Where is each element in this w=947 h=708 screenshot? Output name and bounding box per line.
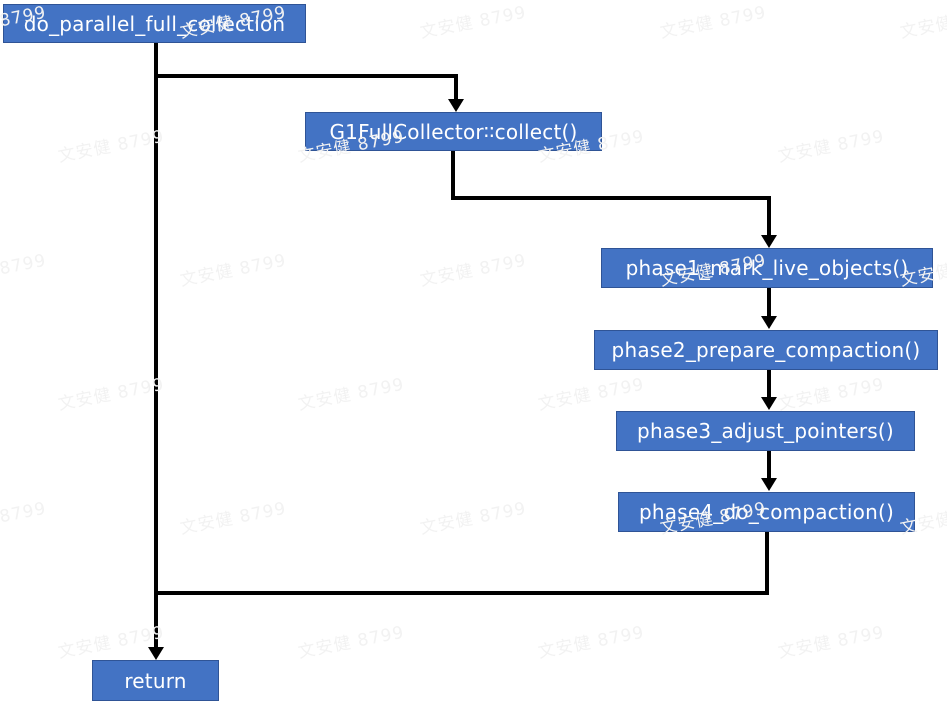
edge-phase1-to-phase2-segment [767, 288, 771, 317]
edge-phase2-to-phase3-arrowhead [761, 397, 777, 410]
node-phase3-adjust-pointers[interactable]: phase3_adjust_pointers() [616, 411, 915, 451]
edge-collect-to-phase1-segment-right [451, 196, 771, 200]
node-label-phase3-adjust-pointers: phase3_adjust_pointers() [637, 419, 894, 443]
edge-phase4-to-return-segment-left [154, 591, 769, 595]
edge-phase3-to-phase4-arrowhead [761, 478, 777, 491]
watermark-text: 文安健 8799 [0, 250, 49, 291]
edge-phase2-to-phase3-segment [767, 370, 771, 398]
watermark-text: 文安健 8799 [536, 374, 647, 415]
edge-main-to-collect-segment-right [154, 74, 458, 78]
node-label-phase1-mark-live-objects: phase1_mark_live_objects() [625, 256, 909, 280]
edge-main-spine-vertical [154, 74, 158, 649]
edge-collect-to-phase1-segment-down [451, 151, 455, 200]
node-phase1-mark-live-objects[interactable]: phase1_mark_live_objects() [601, 248, 933, 288]
node-label-return: return [124, 668, 187, 693]
edge-phase4-to-return-arrowhead [148, 647, 164, 660]
node-do-parallel-full-collection[interactable]: do_parallel_full_collection [3, 4, 306, 43]
edge-phase4-to-return-segment-down [765, 532, 769, 595]
watermark-text: 文安健 8799 [776, 622, 887, 663]
watermark-text: 文安健 8799 [898, 3, 947, 43]
watermark-text: 文安健 8799 [418, 498, 529, 539]
edge-phase1-to-phase2-arrowhead [761, 316, 777, 329]
edge-collect-to-phase1-segment-drop [767, 196, 771, 236]
watermark-text: 文安健 8799 [536, 622, 647, 663]
node-label-phase4-do-compaction: phase4_do_compaction() [639, 500, 894, 524]
watermark-text: 文安健 8799 [418, 250, 529, 291]
node-return[interactable]: return [92, 660, 219, 701]
watermark-text: 文安健 8799 [296, 374, 407, 415]
node-phase4-do-compaction[interactable]: phase4_do_compaction() [618, 492, 915, 532]
watermark-text: 文安健 8799 [178, 498, 289, 539]
node-label-phase2-prepare-compaction: phase2_prepare_compaction() [611, 338, 921, 362]
edge-main-to-collect-segment-down [154, 43, 158, 78]
watermark-text: 文安健 8799 [178, 250, 289, 291]
node-phase2-prepare-compaction[interactable]: phase2_prepare_compaction() [594, 330, 938, 370]
watermark-text: 文安健 8799 [0, 498, 49, 539]
node-label-g1-full-collector-collect: G1FullCollector∶∶collect() [329, 119, 578, 144]
watermark-text: 文安健 8799 [56, 374, 167, 415]
watermark-text: 文安健 8799 [56, 126, 167, 167]
watermark-text: 文安健 8799 [296, 622, 407, 663]
edge-main-to-collect-arrowhead [448, 99, 464, 112]
node-g1-full-collector-collect[interactable]: G1FullCollector∶∶collect() [305, 112, 602, 151]
edge-phase3-to-phase4-segment [767, 451, 771, 479]
edge-collect-to-phase1-arrowhead [761, 235, 777, 248]
edge-main-to-collect-segment-drop [454, 74, 458, 100]
watermark-text: 文安健 8799 [776, 126, 887, 167]
node-label-do-parallel-full-collection: do_parallel_full_collection [23, 11, 286, 36]
watermark-text: 文安健 8799 [418, 2, 529, 43]
watermark-text: 文安健 8799 [776, 374, 887, 415]
watermark-text: 文安健 8799 [658, 2, 769, 43]
